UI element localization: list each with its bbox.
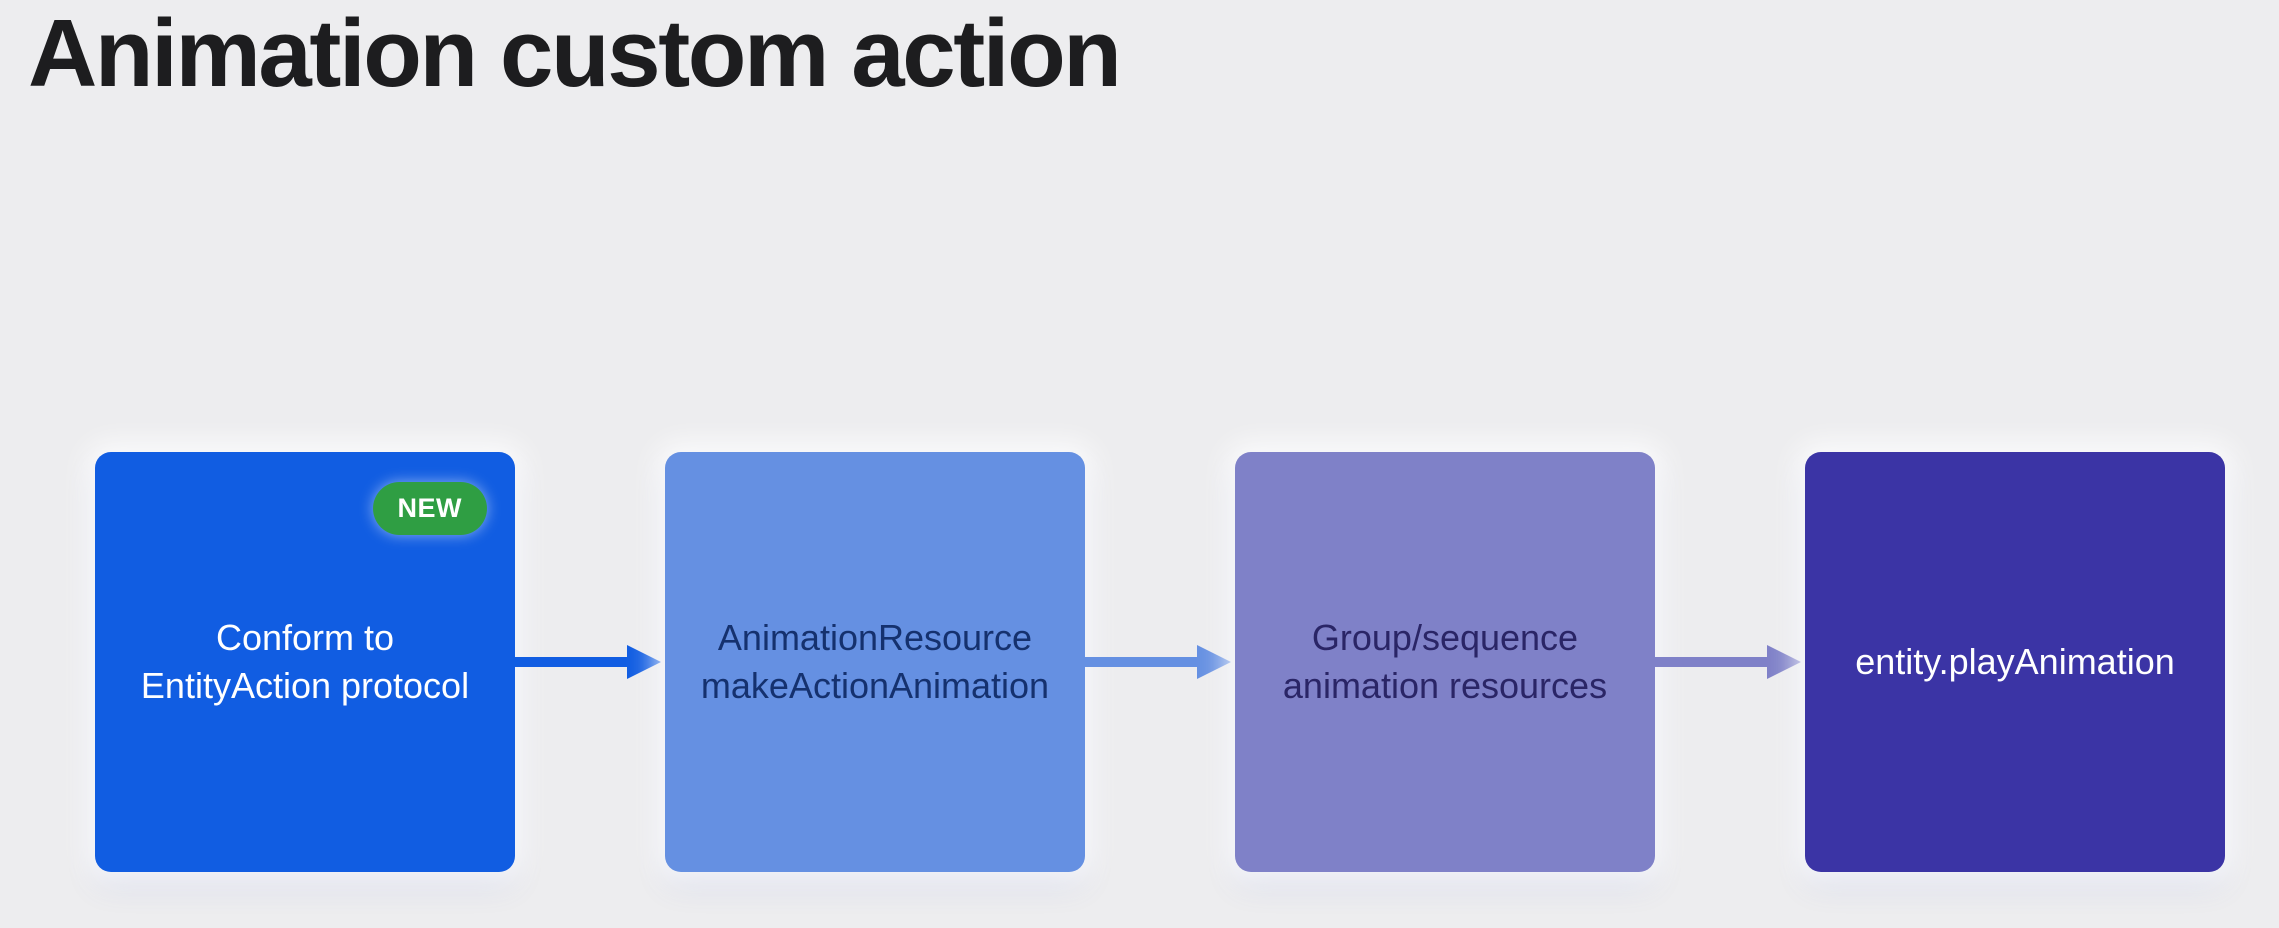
flow-node-animationresource-makeactionanimation: AnimationResource makeActionAnimation <box>665 452 1085 872</box>
node-label-line-1: Group/sequence <box>1311 617 1579 659</box>
node-label: Group/sequence animation resources <box>1275 614 1615 709</box>
flow-node-group-sequence-animation-resources: Group/sequence animation resources <box>1235 452 1655 872</box>
node-label-line-1: entity.playAnimation <box>1855 641 2175 683</box>
arrow-right-icon <box>1197 645 1231 679</box>
arrow-line <box>1085 657 1199 667</box>
node-label: Conform to EntityAction protocol <box>133 614 477 709</box>
node-label: AnimationResource makeActionAnimation <box>693 614 1057 709</box>
page-title: Animation custom action <box>28 0 1122 107</box>
flow-diagram: NEW Conform to EntityAction protocol Ani… <box>95 452 2225 872</box>
flow-node-conform-entityaction-protocol: NEW Conform to EntityAction protocol <box>95 452 515 872</box>
arrow-right-icon <box>627 645 661 679</box>
arrow-right-icon <box>1767 645 1801 679</box>
node-label-line-2: makeActionAnimation <box>700 665 1050 706</box>
flow-node-entity-playanimation: entity.playAnimation <box>1805 452 2225 872</box>
node-label-line-2: EntityAction protocol <box>140 665 470 706</box>
node-label-line-1: AnimationResource <box>717 617 1033 659</box>
flow-arrow-3 <box>1655 642 1805 682</box>
arrow-line <box>1655 657 1769 667</box>
node-label-line-1: Conform to <box>215 617 395 659</box>
flow-arrow-2 <box>1085 642 1235 682</box>
node-label-line-2: animation resources <box>1282 665 1608 706</box>
node-label: entity.playAnimation <box>1847 638 2183 686</box>
new-badge: NEW <box>372 482 487 535</box>
flow-arrow-1 <box>515 642 665 682</box>
arrow-line <box>515 657 629 667</box>
